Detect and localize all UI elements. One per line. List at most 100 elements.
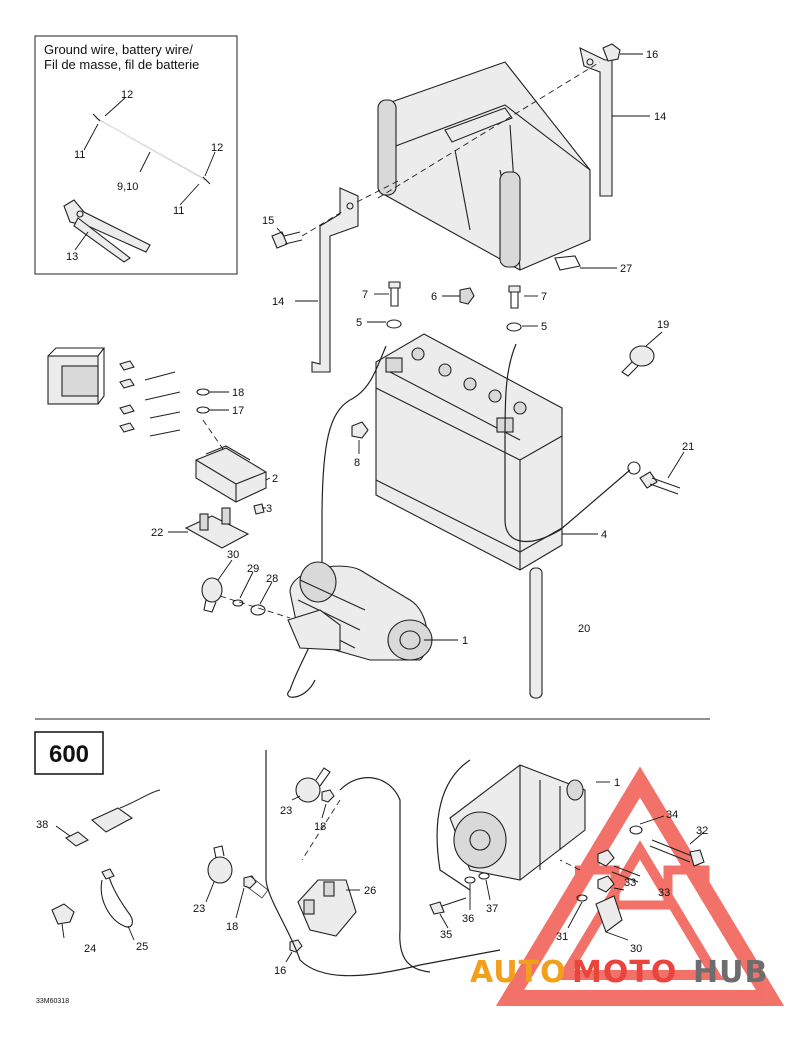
callout-35: 35 bbox=[440, 929, 452, 941]
battery-cover-drawing bbox=[377, 61, 591, 271]
callout-8: 8 bbox=[354, 457, 360, 469]
callout-33: 33 bbox=[658, 887, 670, 899]
washer-37-drawing bbox=[478, 872, 490, 880]
lower-wire-main bbox=[265, 750, 501, 977]
callout-1-lower: 1 bbox=[614, 777, 620, 789]
callout-20: 20 bbox=[578, 623, 590, 635]
callout-6: 6 bbox=[431, 291, 437, 303]
bracket-right-drawing bbox=[579, 47, 613, 197]
inset-title-line2: Fil de masse, fil de batterie bbox=[44, 57, 199, 72]
callout-16-lower: 16 bbox=[274, 965, 286, 977]
callout-32: 32 bbox=[696, 825, 708, 837]
callout-38: 38 bbox=[36, 819, 48, 831]
lower-wire-left bbox=[436, 759, 471, 891]
washer-5-right-drawing bbox=[506, 322, 522, 332]
callout-4: 4 bbox=[601, 529, 607, 541]
screw-7-right-drawing bbox=[508, 285, 521, 309]
callout-19: 19 bbox=[657, 319, 669, 331]
callout-34: 34 bbox=[666, 809, 678, 821]
starter-relay-drawing bbox=[195, 445, 267, 503]
callout-2: 2 bbox=[272, 473, 278, 485]
nut-18-left-drawing bbox=[243, 875, 257, 889]
inset-label-11b: 11 bbox=[173, 205, 184, 217]
nut-33a-drawing bbox=[597, 849, 615, 867]
terminal-cap-30-drawing bbox=[201, 577, 223, 613]
variant-label: 600 bbox=[49, 741, 89, 768]
callout-1-upper: 1 bbox=[462, 635, 468, 647]
washer-18-drawing bbox=[196, 388, 210, 396]
callout-29: 29 bbox=[247, 563, 259, 575]
bolt-35-drawing bbox=[429, 901, 445, 915]
inset-label-11a: 11 bbox=[74, 149, 85, 161]
terminal-pins-drawing bbox=[119, 360, 135, 433]
bolt-15-drawing bbox=[271, 231, 303, 249]
negative-cable-drawing bbox=[504, 343, 631, 543]
positive-cable-drawing bbox=[287, 345, 387, 698]
callout-3: 3 bbox=[266, 503, 272, 515]
callout-14-right: 14 bbox=[654, 111, 666, 123]
callout-18-upper: 18 bbox=[232, 387, 244, 399]
nut-16-drawing bbox=[602, 43, 621, 62]
terminal-cap-30-lower-drawing bbox=[595, 895, 623, 933]
washer-28-drawing bbox=[250, 604, 266, 616]
drawing-code: 33M60318 bbox=[36, 998, 69, 1005]
watermark-auto: AUTO bbox=[470, 955, 567, 990]
callout-21: 21 bbox=[682, 441, 694, 453]
callout-36: 36 bbox=[462, 913, 474, 925]
callout-33-b: 33 bbox=[624, 877, 636, 889]
nut-18-top-drawing bbox=[321, 789, 335, 803]
screw-7-left-drawing bbox=[388, 281, 401, 307]
clip-24-drawing bbox=[51, 903, 75, 925]
callout-5-left: 5 bbox=[356, 317, 362, 329]
callout-28: 28 bbox=[266, 573, 278, 585]
callout-23-left: 23 bbox=[193, 903, 205, 915]
callout-5-right: 5 bbox=[541, 321, 547, 333]
callout-24: 24 bbox=[84, 943, 96, 955]
bolt-3-drawing bbox=[253, 503, 265, 515]
callout-25: 25 bbox=[136, 941, 148, 953]
crimping-tool-drawing bbox=[63, 199, 151, 253]
callout-27: 27 bbox=[620, 263, 632, 275]
washer-31-drawing bbox=[576, 894, 588, 902]
washer-36-drawing bbox=[464, 876, 476, 884]
terminal-cap-23-left-drawing bbox=[207, 845, 233, 884]
harness-38-drawing bbox=[64, 789, 161, 847]
inset-label-12b: 12 bbox=[211, 142, 223, 154]
inset-label-12a: 12 bbox=[121, 89, 133, 101]
nut-33b-drawing bbox=[597, 875, 615, 893]
callout-26: 26 bbox=[364, 885, 376, 897]
starter-solenoid-26-drawing bbox=[297, 879, 357, 937]
nut-8-drawing bbox=[351, 421, 369, 439]
inset-title-line1: Ground wire, battery wire/ bbox=[44, 42, 193, 57]
bolt-32-drawing bbox=[649, 839, 705, 867]
lower-wire-top bbox=[339, 777, 431, 973]
battery-drawing bbox=[375, 333, 563, 571]
washer-17-drawing bbox=[196, 406, 210, 414]
nut-6-drawing bbox=[459, 287, 475, 305]
callout-18-lower-top: 18 bbox=[314, 821, 326, 833]
callout-7-right: 7 bbox=[541, 291, 547, 303]
variant-badge: 600 bbox=[34, 731, 104, 775]
lower-assembly: 1 34 32 23 18 38 26 33 23 18 36 37 33 35… bbox=[36, 750, 708, 977]
watermark-triangle-outer bbox=[495, 766, 785, 1006]
callout-14-left: 14 bbox=[272, 296, 284, 308]
cable-tie-25-drawing bbox=[100, 868, 133, 928]
upper-assembly: 16 14 15 14 27 7 6 7 5 5 19 18 17 8 2 3 … bbox=[47, 43, 694, 699]
callout-23-top: 23 bbox=[280, 805, 292, 817]
inset-box: Ground wire, battery wire/ Fil de masse,… bbox=[34, 35, 238, 275]
connector-block-drawing bbox=[47, 347, 106, 405]
inset-label-13: 13 bbox=[66, 251, 78, 263]
callout-31: 31 bbox=[556, 931, 568, 943]
washer-5-left-drawing bbox=[386, 319, 402, 329]
vent-tube-20-drawing bbox=[529, 567, 543, 699]
terminal-cap-23-top-drawing bbox=[295, 767, 331, 803]
bracket-left-drawing bbox=[311, 187, 359, 373]
washer-34-drawing bbox=[629, 825, 643, 835]
callout-37: 37 bbox=[486, 903, 498, 915]
callout-17: 17 bbox=[232, 405, 244, 417]
inset-label-9-10: 9,10 bbox=[117, 181, 138, 193]
callout-16-top: 16 bbox=[646, 49, 658, 61]
starter-motor-drawing bbox=[287, 561, 433, 661]
